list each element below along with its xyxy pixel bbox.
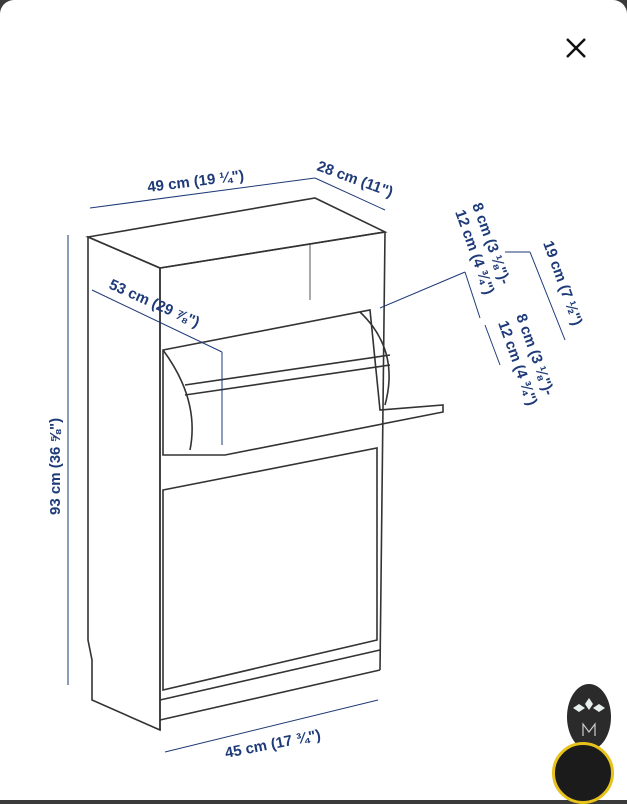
floating-widget-icon[interactable] xyxy=(552,742,614,804)
width-top-label: 49 cm (19 ¼") xyxy=(146,167,245,196)
floating-assistant-button[interactable] xyxy=(567,684,611,750)
diamond-logo-icon xyxy=(573,698,605,736)
door-depth-label: 19 cm (7 ½") xyxy=(539,239,585,328)
depth-label: 28 cm (11") xyxy=(315,158,396,201)
shoe-cabinet-dimension-diagram: 49 cm (19 ¼") 28 cm (11") 93 cm (36 ⅝") … xyxy=(47,158,586,762)
bottom-width-label: 45 cm (17 ¾") xyxy=(224,727,323,762)
dimension-lines xyxy=(67,177,566,753)
height-label: 93 cm (36 ⅝") xyxy=(47,418,64,515)
cabinet-drawing xyxy=(85,197,444,732)
close-icon[interactable] xyxy=(560,32,592,64)
